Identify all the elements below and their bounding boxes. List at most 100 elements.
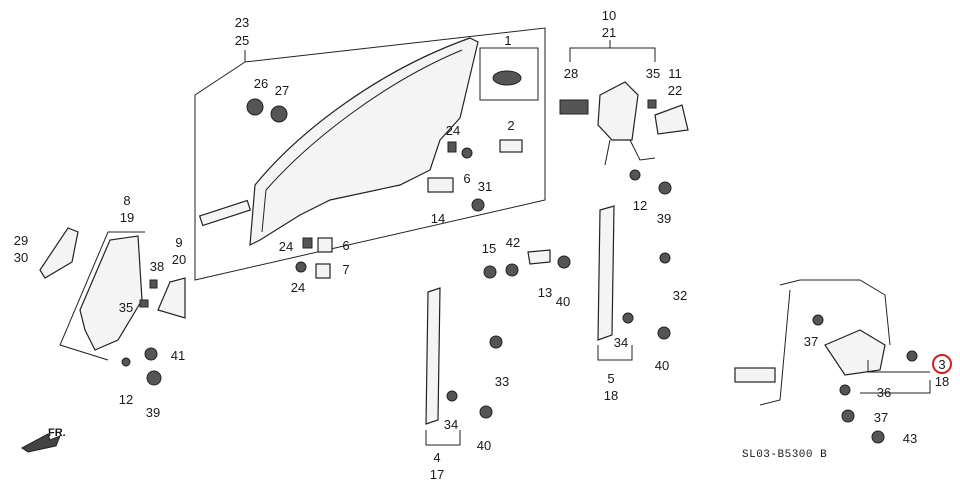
channel-5-18 xyxy=(597,205,671,361)
part-40a-nut xyxy=(557,255,571,269)
label-30: 30 xyxy=(14,250,28,265)
part-41-nut xyxy=(144,347,158,361)
diagram-code: SL03-B5300 B xyxy=(742,449,827,461)
label-6-b: 6 xyxy=(342,238,349,253)
label-14: 14 xyxy=(431,211,445,226)
label-39-b: 39 xyxy=(146,405,160,420)
part-35a-clip xyxy=(647,99,657,109)
label-28: 28 xyxy=(564,66,578,81)
label-12-b: 12 xyxy=(119,392,133,407)
part-15-clip xyxy=(483,265,497,279)
label-43: 43 xyxy=(903,431,917,446)
part-11-cover xyxy=(654,104,689,135)
part-24b-clip xyxy=(302,237,313,249)
part-6a-clip xyxy=(461,147,473,159)
label-40-a: 40 xyxy=(556,294,570,309)
part-4-channel xyxy=(425,287,441,425)
label-18-a: 18 xyxy=(604,388,618,403)
label-27: 27 xyxy=(275,83,289,98)
part-39a-nut xyxy=(658,181,672,195)
clips-15-42-13 xyxy=(483,249,571,279)
label-32: 32 xyxy=(673,288,687,303)
part-8-mirror-base xyxy=(79,235,143,351)
part-2-plate xyxy=(499,139,523,153)
leader-36 xyxy=(860,380,931,394)
label-37-b: 37 xyxy=(874,410,888,425)
label-24-c: 24 xyxy=(291,280,305,295)
label-10: 10 xyxy=(602,8,616,23)
part-43-bolt xyxy=(871,430,885,444)
label-33: 33 xyxy=(495,374,509,389)
label-36: 36 xyxy=(877,385,891,400)
channel-4-17 xyxy=(425,287,503,446)
hinge-rod xyxy=(604,139,611,166)
label-5: 5 xyxy=(607,371,614,386)
label-23: 23 xyxy=(235,15,249,30)
label-24-a: 24 xyxy=(446,123,460,138)
part-24c-clip xyxy=(295,261,307,273)
part-7-clip xyxy=(315,263,331,279)
part-1-box xyxy=(479,47,539,101)
part-27-grommet xyxy=(270,105,288,123)
label-35-b: 35 xyxy=(119,300,133,315)
part-33-bolt xyxy=(489,335,503,349)
part-32-bolt xyxy=(659,252,671,264)
part-34b-bolt xyxy=(446,390,458,402)
part-26-grommet xyxy=(246,98,264,116)
part-42-clip xyxy=(505,263,519,277)
regulator-cable xyxy=(779,279,891,346)
label-15: 15 xyxy=(482,241,496,256)
regulator-motor-group xyxy=(734,279,952,444)
label-34-b: 34 xyxy=(444,417,458,432)
part-3-nut xyxy=(906,350,918,362)
label-31: 31 xyxy=(478,179,492,194)
regulator-rail xyxy=(759,289,791,406)
label-39-a: 39 xyxy=(657,211,671,226)
label-2: 2 xyxy=(507,118,514,133)
label-18-b: 18 xyxy=(935,374,949,389)
label-21: 21 xyxy=(602,25,616,40)
label-29: 29 xyxy=(14,233,28,248)
label-25: 25 xyxy=(235,33,249,48)
label-13: 13 xyxy=(538,285,552,300)
label-6-a: 6 xyxy=(463,171,470,186)
label-22: 22 xyxy=(668,83,682,98)
part-10-hinge xyxy=(597,81,639,141)
label-11: 11 xyxy=(668,66,682,81)
part-40c-nut xyxy=(479,405,493,419)
label-4: 4 xyxy=(433,450,440,465)
label-40-c: 40 xyxy=(477,438,491,453)
part-38-screw xyxy=(149,279,158,289)
part-31-bolt xyxy=(471,198,485,212)
part-37b-bolt xyxy=(841,409,855,423)
label-40-b: 40 xyxy=(655,358,669,373)
front-arrow-icon xyxy=(21,433,61,453)
label-38: 38 xyxy=(150,259,164,274)
part-34a-bolt xyxy=(622,312,634,324)
part-39b-nut xyxy=(146,370,162,386)
part-35b-clip xyxy=(139,299,149,308)
bracket-8-19 xyxy=(59,231,145,361)
glass-inner-edge xyxy=(261,49,463,233)
part-6b-clip xyxy=(317,237,333,253)
part-9-garnish xyxy=(157,277,186,319)
part-40b-nut xyxy=(657,326,671,340)
part-28-label xyxy=(559,99,589,115)
label-17: 17 xyxy=(430,467,444,482)
label-7: 7 xyxy=(342,262,349,277)
part-29-trim xyxy=(39,227,79,279)
corner-mirror-group xyxy=(39,227,186,386)
door-glass-group xyxy=(194,27,546,281)
glass-run-channel xyxy=(198,199,252,227)
bracket-10-21 xyxy=(569,47,656,62)
label-20: 20 xyxy=(172,252,186,267)
part-3-motor xyxy=(824,329,886,376)
bracket-5-18 xyxy=(597,345,633,361)
front-label: FR. xyxy=(48,427,66,439)
glass-group-frame xyxy=(194,27,546,281)
label-9: 9 xyxy=(175,235,182,250)
part-24a-clip xyxy=(447,141,457,153)
leader-3-18 xyxy=(867,360,930,373)
label-26: 26 xyxy=(254,76,268,91)
